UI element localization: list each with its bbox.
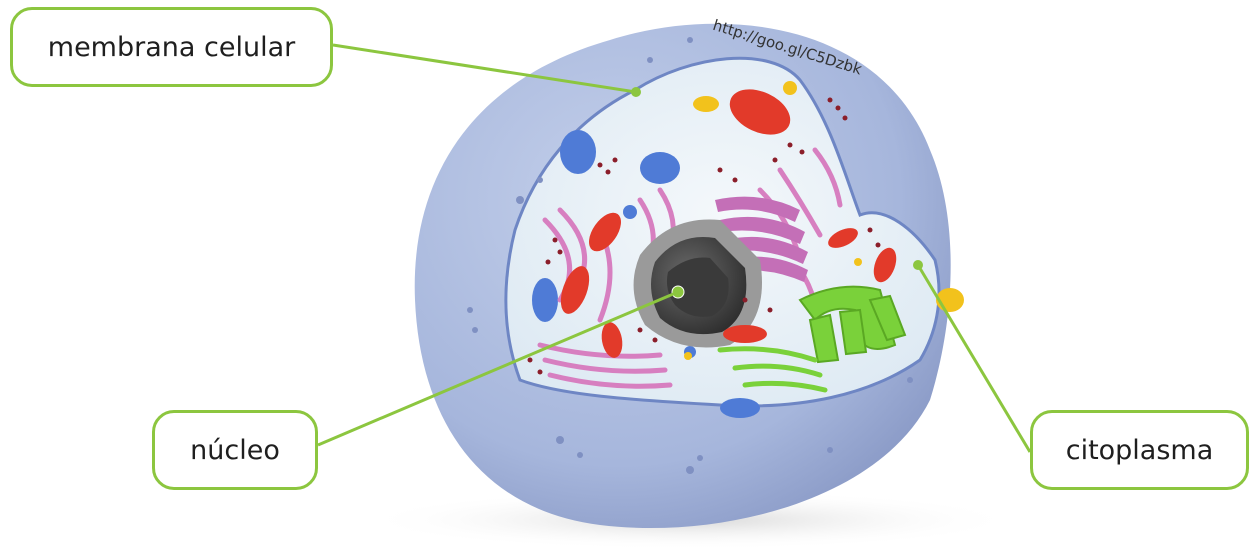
label-nucleo: núcleo bbox=[152, 410, 318, 490]
label-nucleo-text: núcleo bbox=[190, 435, 280, 466]
label-citoplasma: citoplasma bbox=[1030, 410, 1249, 490]
label-membrana-celular: membrana celular bbox=[10, 7, 333, 87]
label-membrana-text: membrana celular bbox=[48, 32, 295, 63]
label-citoplasma-text: citoplasma bbox=[1066, 435, 1214, 466]
